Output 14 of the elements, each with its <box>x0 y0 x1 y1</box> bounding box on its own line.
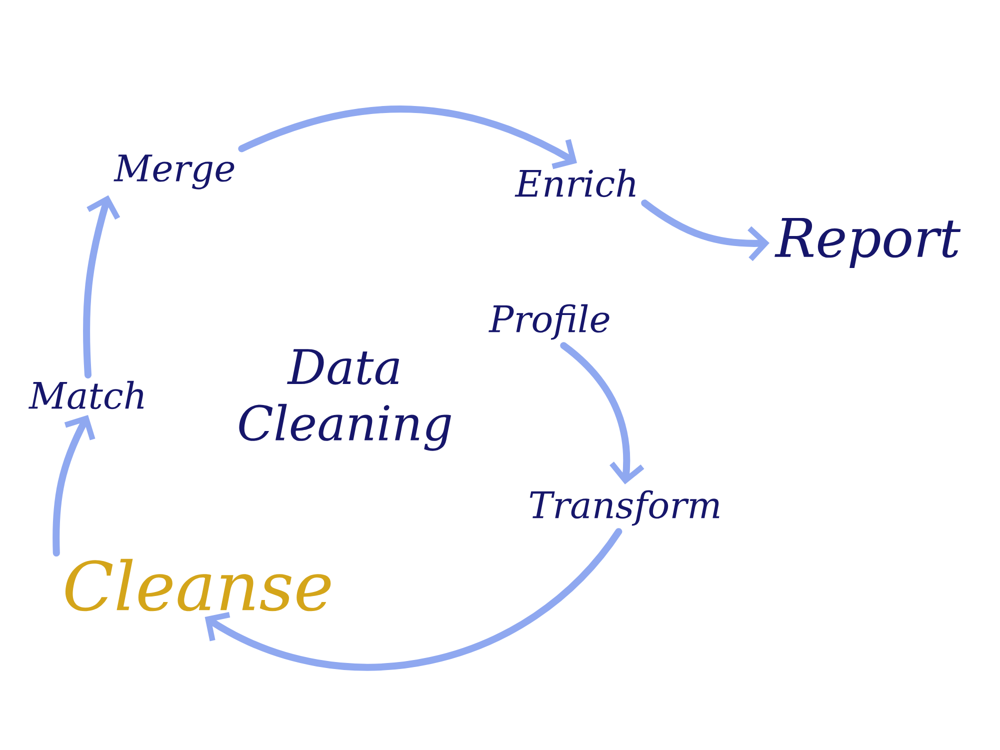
step-label: Transform <box>530 490 720 526</box>
arrow <box>238 106 577 170</box>
arrow <box>560 342 644 484</box>
arrow <box>52 415 96 556</box>
step-label: Match <box>28 380 144 410</box>
arrow <box>204 528 622 671</box>
step-label: Merge <box>114 154 234 190</box>
step-label: Cleanse <box>65 558 331 612</box>
heading: Data Cleaning <box>239 349 452 451</box>
arrow <box>641 200 770 262</box>
step-label: Report <box>774 218 961 268</box>
arrow <box>82 195 120 378</box>
step-label: Profile <box>488 304 610 340</box>
step-label: Enrich <box>514 168 636 198</box>
